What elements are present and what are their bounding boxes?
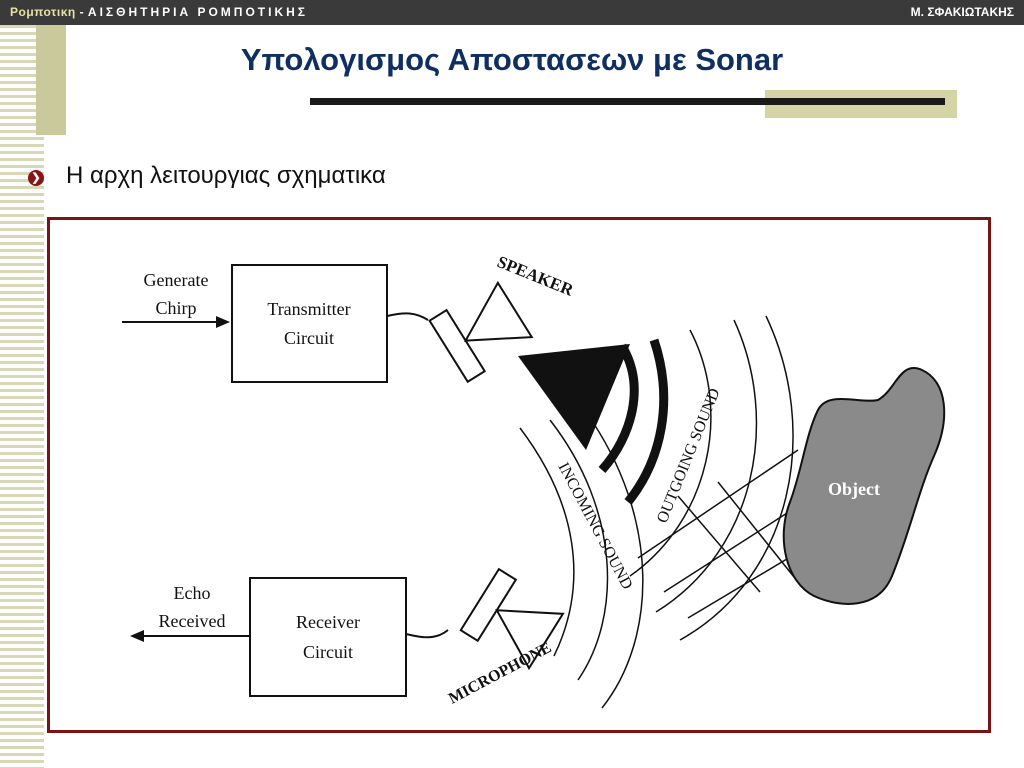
incoming-arc-3 — [585, 411, 644, 709]
label-object: Object — [828, 479, 880, 499]
bullet-icon: ❯ — [28, 170, 44, 186]
incoming-arc-1 — [519, 427, 575, 657]
header-separator: - — [75, 5, 88, 19]
header-topic: ΑΙΣΘΗΤΗΡΙΑ ΡΟΜΠΟΤΙΚΗΣ — [87, 5, 308, 19]
grid-line-4 — [677, 495, 761, 593]
grid-line-5 — [717, 481, 799, 583]
label-microphone: MICROPHONE — [446, 639, 554, 707]
incoming-arc-2 — [549, 419, 609, 681]
decorative-stripes — [0, 25, 44, 768]
label-echo: Echo — [174, 583, 211, 603]
outgoing-wave-1 — [598, 343, 639, 473]
slide-title: Υπολογισμος Αποστασεων με Sonar — [240, 42, 784, 77]
header-left: Ρομποτικη - ΑΙΣΘΗΤΗΡΙΑ ΡΟΜΠΟΤΙΚΗΣ — [10, 5, 308, 19]
title-rule — [310, 98, 945, 105]
header-bar: Ρομποτικη - ΑΙΣΘΗΤΗΡΙΑ ΡΟΜΠΟΤΙΚΗΣ Μ. ΣΦΑ… — [0, 0, 1024, 25]
sound-horn — [518, 344, 630, 450]
label-transmitter: Transmitter — [267, 299, 350, 319]
label-received: Received — [159, 611, 226, 631]
transmitter-box — [231, 264, 388, 383]
receiver-box — [249, 577, 407, 697]
label-generate: Generate — [144, 270, 209, 290]
wave-arc-1 — [629, 329, 712, 577]
header-author: Μ. ΣΦΑΚΙΩΤΑΚΗΣ — [910, 5, 1014, 19]
outgoing-wave-2 — [624, 338, 669, 505]
decorative-block — [36, 25, 66, 135]
wave-arc-3 — [679, 315, 794, 641]
receiver-wire — [405, 629, 449, 639]
grid-line-1 — [637, 449, 799, 559]
object-shape — [782, 367, 946, 605]
label-receiver-circuit: Circuit — [303, 642, 353, 662]
diagram-frame: Generate Chirp Transmitter Circuit SPEAK… — [47, 217, 991, 733]
microphone-icon — [459, 567, 565, 671]
label-receiver: Receiver — [296, 612, 360, 632]
wave-arc-2 — [655, 319, 758, 613]
grid-line-3 — [687, 549, 803, 619]
label-speaker: SPEAKER — [495, 252, 577, 300]
chirp-arrow-head — [216, 316, 230, 328]
sonar-diagram: Generate Chirp Transmitter Circuit SPEAK… — [122, 252, 946, 709]
label-transmitter-circuit: Circuit — [284, 328, 334, 348]
grid-line-2 — [663, 505, 799, 593]
speaker-icon — [428, 280, 534, 384]
header-course: Ρομποτικη — [10, 5, 76, 19]
label-chirp: Chirp — [155, 298, 196, 318]
transmitter-wire — [386, 312, 429, 321]
echo-arrow-head — [130, 630, 144, 642]
bullet-text: Η αρχη λειτουργιας σχηματικα — [66, 162, 386, 189]
